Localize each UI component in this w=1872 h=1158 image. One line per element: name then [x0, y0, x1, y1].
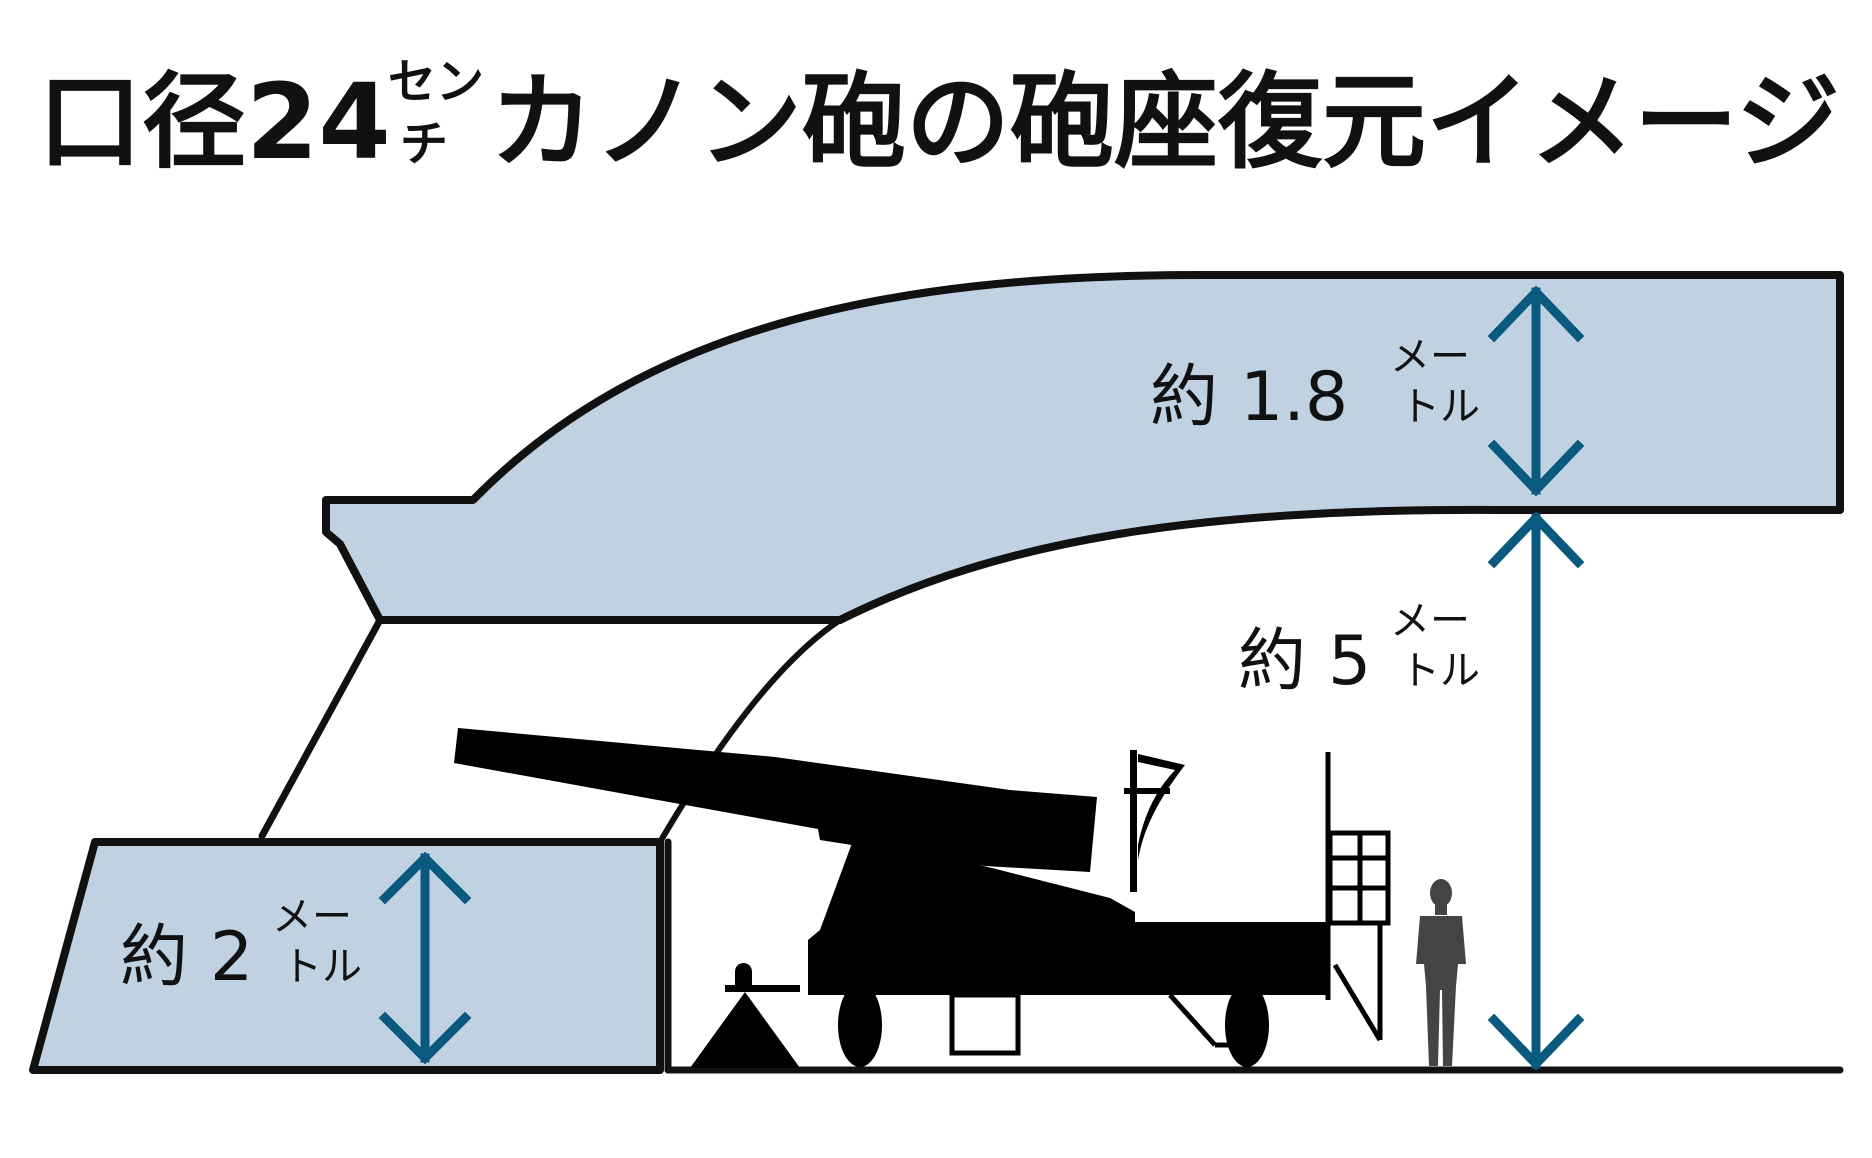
cannon-braces [949, 992, 1250, 1056]
title-part2: カノン砲の砲座復元イメージ [490, 61, 1840, 183]
cannon-mount [725, 963, 800, 992]
title-unit-bottom: チ [400, 116, 448, 172]
arrows [378, 285, 1585, 1071]
label-wall-unit-bottom: トル [282, 944, 362, 990]
label-interior-prefix: 約 [1238, 622, 1306, 701]
arrow-roof-thickness [1487, 285, 1585, 497]
arrow-interior-height [1487, 511, 1585, 1071]
label-interior-height: 約 5 メー トル [1238, 598, 1480, 701]
label-roof-value: 1.8 [1240, 358, 1348, 437]
label-front-wall-height: 約 2 メー トル [120, 894, 362, 997]
label-wall-value: 2 [210, 918, 253, 997]
label-roof-unit-top: メー [1390, 334, 1470, 380]
support-diagonal [258, 616, 384, 840]
title-part1: 口径24 [38, 61, 391, 183]
label-interior-value: 5 [1328, 622, 1371, 701]
roof-slab [322, 271, 1844, 624]
cannon-wheel-rear [1225, 983, 1269, 1067]
title: 口径24 セン チ カノン砲の砲座復元イメージ [38, 54, 1840, 183]
label-wall-unit-top: メー [272, 894, 352, 940]
label-roof-unit-bottom: トル [1400, 384, 1480, 430]
arrow-front-wall-height [378, 851, 472, 1065]
label-interior-unit-top: メー [1390, 598, 1470, 644]
label-roof-thickness: 約 1.8 メー トル [1150, 334, 1480, 437]
cannon-carriage [808, 835, 1330, 995]
cannon-rear-platform [1325, 752, 1391, 1042]
cannon-icon [454, 728, 1391, 1068]
cannon-base [690, 992, 800, 1068]
ground [258, 616, 1844, 1074]
cannon-front-frame [1124, 750, 1185, 892]
label-roof-prefix: 約 [1150, 358, 1218, 437]
title-unit-top: セン [388, 54, 484, 110]
human-icon [1416, 879, 1466, 1066]
cannon-barrel [454, 728, 1097, 872]
front-wall [29, 838, 664, 1074]
label-wall-prefix: 約 [120, 918, 188, 997]
cannon-wheel-front [838, 983, 882, 1067]
label-interior-unit-bottom: トル [1400, 648, 1480, 694]
